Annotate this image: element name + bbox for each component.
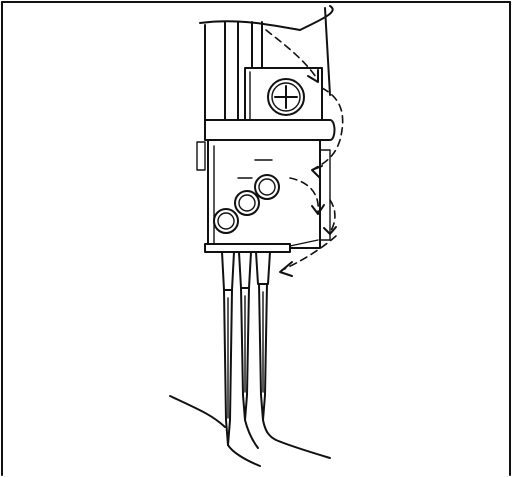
needle-left bbox=[221, 251, 235, 446]
needle-right bbox=[255, 251, 271, 421]
phillips-screw-icon bbox=[267, 78, 305, 116]
needle-bar-housing bbox=[199, 5, 334, 129]
needle-set-screws bbox=[213, 159, 280, 234]
thread-path-arrow-icon bbox=[265, 29, 344, 277]
threads bbox=[169, 395, 331, 467]
needle-center bbox=[238, 251, 252, 421]
